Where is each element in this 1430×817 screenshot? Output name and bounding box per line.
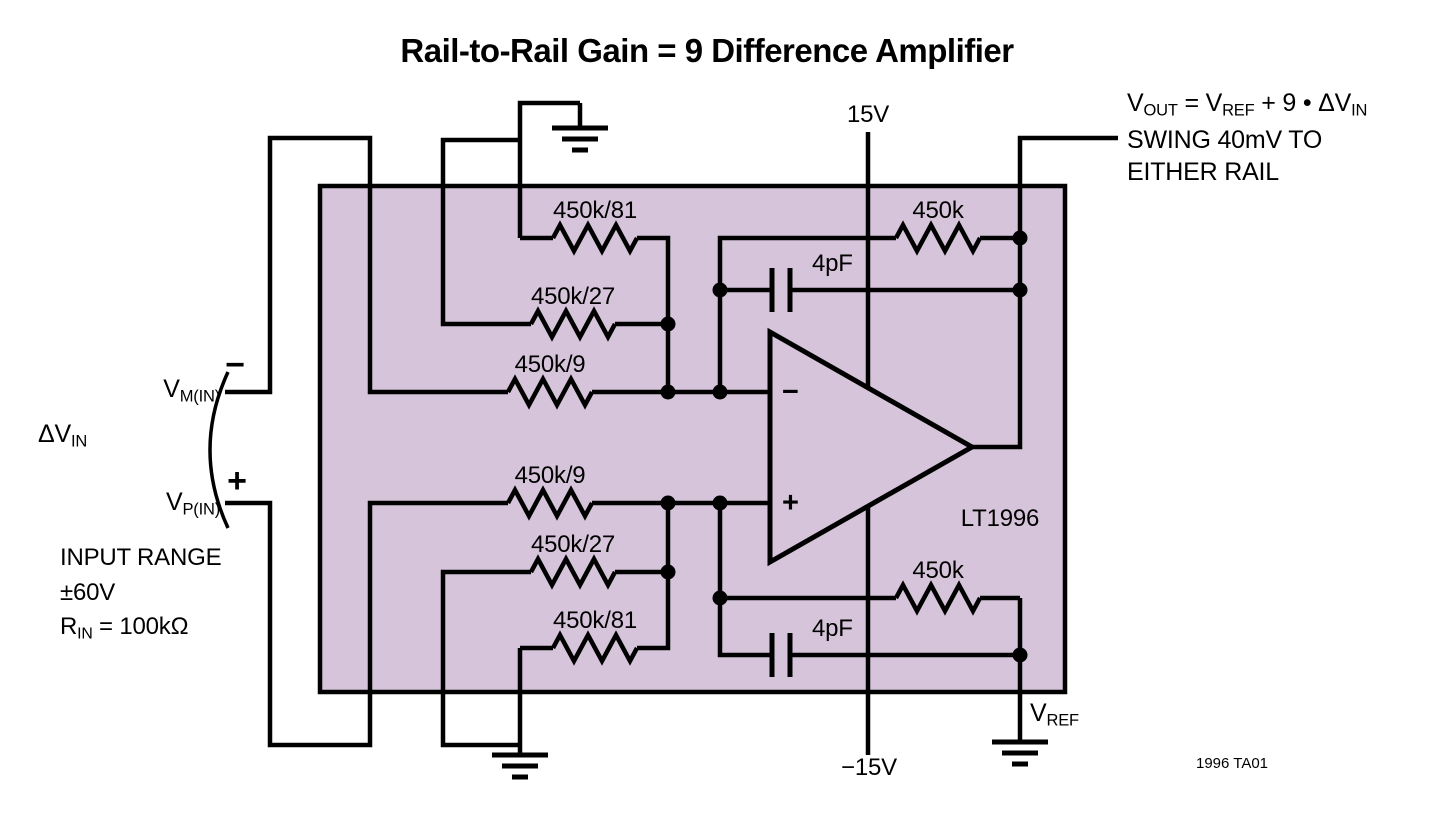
vpin-sub: P(IN) [182,500,221,519]
junction-dot [1012,230,1028,246]
label-resistor-450k9-bottom: 450k/9 [514,462,586,489]
input-brace [208,371,230,529]
ground-symbol-top [552,125,608,153]
resistor-450k81-top [551,220,639,256]
label-ic-part: LT1996 [960,505,1040,532]
junction-dot [660,564,676,580]
ground-symbol-vref [992,739,1048,767]
vout-formula-part: + 9 • ΔV [1254,89,1352,117]
label-resistor-450k-feedback-bottom: 450k [912,557,964,584]
vref-base: V [1030,699,1047,727]
resistor-symbols [506,220,982,666]
vmin-polarity: − [225,346,245,384]
label-resistor-450k27-top: 450k/27 [530,283,616,310]
wire-m27-to-ground [440,137,531,327]
vout-formula-sub: REF [1222,101,1255,120]
capacitor-symbols [769,268,793,677]
wire-feedback-top-left [717,235,896,392]
wire-p27-to-ground [440,569,531,748]
opamp-noninverting-sign: + [782,487,799,519]
vout-swing-note: SWING 40mV TO [1127,126,1323,154]
vout-formula-part: = V [1177,89,1223,117]
vout-formula-sub: IN [1351,101,1368,120]
rin-value: = 100kΩ [92,613,189,640]
wire-cap-bottom-left [717,503,772,658]
resistor-450k-feedback-bottom [894,580,982,616]
note-input-range-value: ±60V [60,579,116,606]
label-vref: VREF [1030,700,1079,730]
junction-dots [660,230,1028,663]
vmin-sub: M(IN) [179,387,220,406]
vmin-base: V [163,375,180,403]
figure-id: 1996 TA01 [1196,755,1269,772]
opamp-triangle [767,327,978,567]
label-resistor-450k-feedback-top: 450k [912,197,964,224]
vpin-base: V [166,488,183,516]
rin-sub: IN [77,625,93,643]
label-resistor-450k81-top: 450k/81 [552,197,638,224]
opamp-inverting-sign: − [782,376,799,408]
note-rin: RIN = 100kΩ [60,613,189,643]
junction-dot [712,384,728,400]
junction-dot [712,495,728,511]
label-resistor-450k27-bottom: 450k/27 [530,531,616,558]
wires [225,100,1118,755]
vout-rail-note: EITHER RAIL [1127,158,1279,186]
junction-dot [712,590,728,606]
circuit-title: Rail-to-Rail Gain = 9 Difference Amplifi… [400,32,1014,69]
label-resistor-450k9-top: 450k/9 [514,351,586,378]
label-cap-top: 4pF [812,250,853,277]
label-resistor-450k81-bottom: 450k/81 [552,607,638,634]
vref-sub: REF [1046,711,1079,730]
rin-base: R [60,613,78,640]
wire-vpin-route [225,500,508,748]
resistor-450k81-bottom [551,630,639,666]
junction-dot [1012,647,1028,663]
vout-formula: VOUT = VREF + 9 • ΔVIN [1127,90,1367,120]
resistor-450k9-top [506,374,594,410]
label-positive-supply: 15V [846,101,890,128]
resistor-450k9-bottom [506,485,594,521]
delta-vin-sub: IN [70,432,88,451]
junction-dot [660,495,676,511]
resistor-450k27-top [529,306,617,342]
ground-symbol-bottom-left [492,752,548,780]
junction-dot [1012,282,1028,298]
junction-dot [660,384,676,400]
vpin-polarity: + [227,462,247,500]
label-negative-supply: −15V [841,754,897,781]
junction-dot [712,282,728,298]
wire-m81-to-ground [517,100,580,238]
note-input-range: INPUT RANGE [60,544,222,571]
label-vpin: VP(IN) [105,489,220,519]
resistor-450k-feedback-top [894,220,982,256]
wire-vmin-route [225,135,508,395]
label-delta-vin: ΔVIN [38,421,87,451]
label-cap-bottom: 4pF [812,615,853,642]
delta-vin-base: ΔV [38,420,71,448]
vout-formula-part: V [1127,89,1144,117]
wire-m81-to-node [637,235,671,392]
wire-p81-to-node [637,503,671,651]
resistor-450k27-bottom [529,554,617,590]
label-vmin: VM(IN) [105,376,220,406]
junction-dot [660,316,676,332]
vout-formula-sub: OUT [1143,101,1178,120]
